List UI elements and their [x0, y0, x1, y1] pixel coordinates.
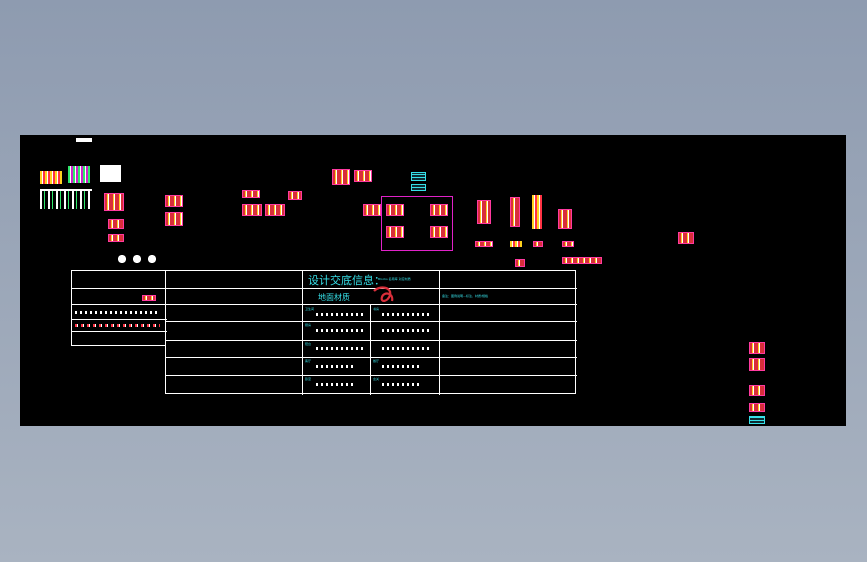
red-block[interactable]	[562, 241, 574, 247]
red-block[interactable]	[108, 234, 124, 242]
right-note: 备注：图例说明—标注、材质/规格	[442, 294, 489, 298]
cyan-block[interactable]	[411, 184, 426, 191]
selection-frame[interactable]	[381, 196, 453, 251]
legend-block[interactable]	[40, 171, 62, 184]
circle-symbols[interactable]	[116, 253, 160, 265]
design-handoff-table[interactable]: 设计交底信息： Blocks 名称库 对应材质 地面材质 备注：图例说明—标注、…	[165, 270, 577, 395]
legend-strip[interactable]	[40, 189, 92, 209]
red-block[interactable]	[165, 195, 183, 207]
cad-model-space[interactable]: 设计交底信息： Blocks 名称库 对应材质 地面材质 备注：图例说明—标注、…	[20, 135, 846, 426]
cyan-block[interactable]	[749, 416, 765, 424]
red-block[interactable]	[430, 226, 448, 238]
red-block[interactable]	[749, 358, 765, 371]
red-block[interactable]	[242, 204, 262, 216]
left-info-table[interactable]	[71, 270, 167, 346]
red-block[interactable]	[265, 204, 285, 216]
red-block[interactable]	[332, 169, 350, 185]
red-block[interactable]	[363, 204, 381, 216]
red-block[interactable]	[749, 385, 765, 396]
yellow-block[interactable]	[532, 195, 542, 229]
cyan-block[interactable]	[411, 172, 426, 181]
red-block[interactable]	[678, 232, 694, 244]
title-marker[interactable]	[76, 138, 92, 142]
red-block[interactable]	[386, 226, 404, 238]
table-subtitle: 地面材质	[318, 293, 350, 302]
red-block[interactable]	[242, 190, 260, 198]
yellow-block[interactable]	[510, 241, 522, 247]
red-block[interactable]	[562, 257, 602, 264]
red-block[interactable]	[104, 193, 124, 211]
red-block[interactable]	[510, 197, 520, 227]
red-block[interactable]	[386, 204, 404, 216]
red-block[interactable]	[749, 403, 765, 412]
red-stamp-icon	[373, 286, 394, 302]
red-block[interactable]	[108, 219, 124, 229]
red-block[interactable]	[430, 204, 448, 216]
red-block[interactable]	[475, 241, 493, 247]
red-block[interactable]	[749, 342, 765, 354]
red-block[interactable]	[288, 191, 302, 200]
red-block[interactable]	[477, 200, 491, 224]
red-block[interactable]	[165, 212, 183, 226]
red-block[interactable]	[354, 170, 372, 182]
red-block[interactable]	[558, 209, 572, 229]
red-block[interactable]	[533, 241, 543, 247]
legend-block[interactable]	[100, 165, 121, 182]
red-block[interactable]	[515, 259, 525, 267]
legend-block[interactable]	[68, 166, 90, 183]
table-title: 设计交底信息：	[308, 274, 385, 287]
heading-note: Blocks 名称库 对应材质	[378, 277, 411, 281]
